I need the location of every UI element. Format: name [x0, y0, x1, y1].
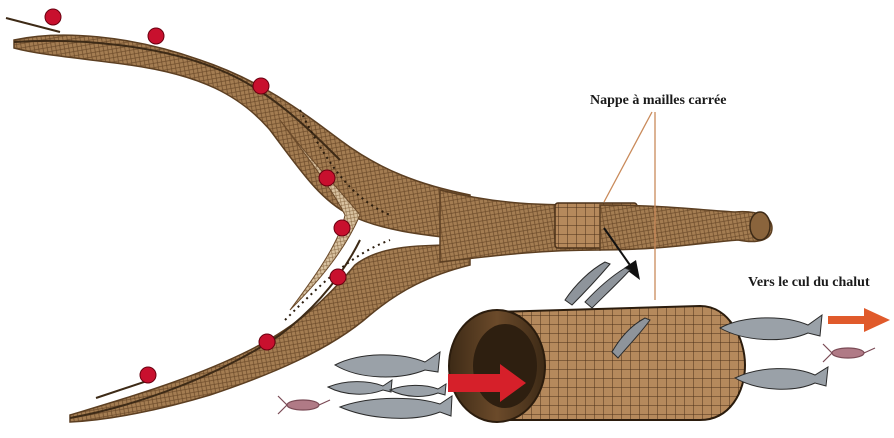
to-codend-label: Vers le cul du chalut — [748, 275, 870, 290]
fish-icon — [335, 352, 440, 377]
fish-icon — [735, 367, 828, 389]
red-float-icon — [45, 9, 61, 25]
to-codend-arrow — [828, 308, 890, 332]
detail-cylinder — [449, 262, 745, 422]
langoustine-icon — [287, 400, 319, 410]
fish-icon — [328, 380, 392, 394]
langoustine-right — [823, 344, 875, 362]
fish-icon — [340, 396, 452, 418]
red-float-icon — [334, 220, 350, 236]
codend-tube — [600, 205, 772, 250]
red-float-icon — [140, 367, 156, 383]
fish-icon — [390, 384, 446, 396]
red-float-icon — [319, 170, 335, 186]
upper-wing — [14, 35, 470, 240]
red-float-icon — [148, 28, 164, 44]
fish-icon — [565, 262, 610, 305]
codend-tip — [750, 212, 770, 240]
langoustine-icon — [832, 348, 864, 358]
red-float-icon — [253, 78, 269, 94]
langoustine-left — [278, 396, 330, 414]
square-mesh-label: Nappe à mailles carrée — [590, 93, 726, 108]
red-float-icon — [259, 334, 275, 350]
square-mesh-callout: Nappe à mailles carrée — [590, 93, 726, 300]
leader-line — [604, 112, 652, 202]
red-float-icon — [330, 269, 346, 285]
incoming-fish — [328, 352, 452, 418]
